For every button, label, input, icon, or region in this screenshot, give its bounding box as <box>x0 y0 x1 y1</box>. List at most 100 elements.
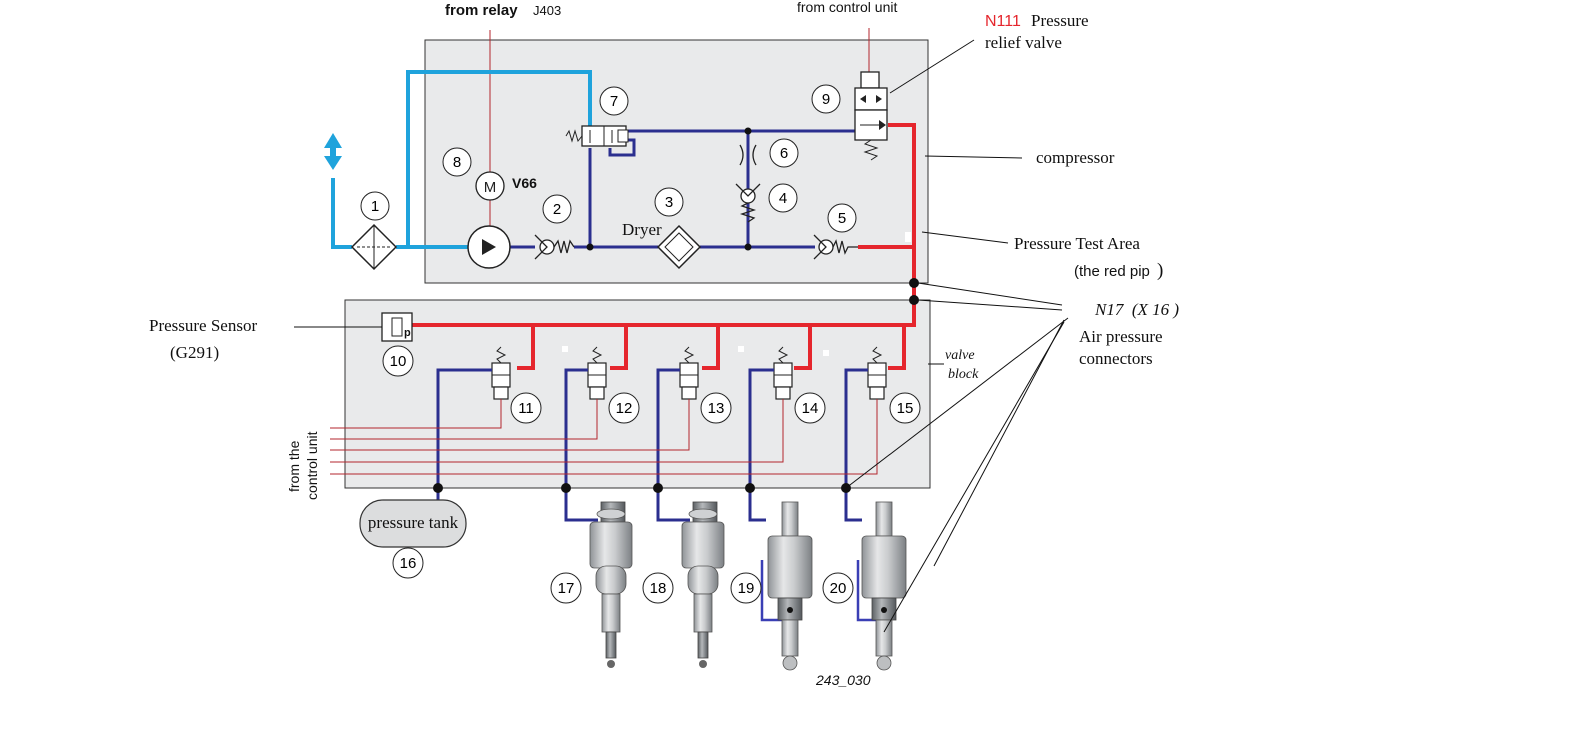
svg-text:p: p <box>404 327 411 339</box>
svg-text:16: 16 <box>400 555 417 572</box>
pressure-tank <box>359 499 467 548</box>
n17-connector <box>909 295 919 305</box>
leader-lines <box>294 39 1069 633</box>
red-pip-close: ) <box>1157 260 1163 281</box>
svg-text:1: 1 <box>371 198 379 215</box>
svg-text:M: M <box>484 179 497 196</box>
callout-15: 15 <box>889 392 921 424</box>
pressure-sensor-symbol: p <box>381 312 413 342</box>
motor-symbol: M <box>475 171 505 201</box>
n17-connector <box>909 278 919 288</box>
svg-text:2: 2 <box>553 201 561 218</box>
solenoid-valve <box>587 346 607 400</box>
junction <box>653 483 663 493</box>
callout-10: 10 <box>382 345 414 377</box>
callout-11: 11 <box>510 392 542 424</box>
svg-text:17: 17 <box>558 580 575 597</box>
callout-6: 6 <box>769 138 799 168</box>
pressure-sensor-label: Pressure Sensor <box>149 316 257 335</box>
callout-9: 9 <box>811 84 841 114</box>
control-signal-lines <box>330 399 878 475</box>
valve-block-box <box>344 299 931 489</box>
check-valve-4-symbol <box>735 183 761 223</box>
junction <box>745 483 755 493</box>
svg-text:14: 14 <box>802 400 819 417</box>
callout-5: 5 <box>827 203 857 233</box>
compressor-label: compressor <box>1036 148 1115 167</box>
rear-strut-19 <box>767 501 813 671</box>
relay-id-label: J403 <box>533 3 561 18</box>
callout-16: 16 <box>392 547 424 579</box>
from-control-unit-top-label: from control unit <box>797 0 897 15</box>
intake-piping <box>331 70 592 249</box>
from-relay-label: from relay <box>445 2 518 19</box>
svg-text:12: 12 <box>616 400 633 417</box>
marker <box>738 346 744 352</box>
callout-2: 2 <box>542 194 572 224</box>
solenoid-valve <box>773 346 793 400</box>
compressor-piping <box>510 129 858 249</box>
test-area-marker <box>905 232 911 242</box>
red-pip-label: (the red pip <box>1074 263 1150 280</box>
compressor-pump-symbol <box>467 225 511 269</box>
junction <box>433 483 443 493</box>
svg-text:19: 19 <box>738 580 755 597</box>
pressure-piping <box>412 123 916 370</box>
junction <box>744 127 752 135</box>
pneumatic-valve-7-symbol <box>565 125 629 147</box>
svg-text:18: 18 <box>650 580 667 597</box>
callout-17: 17 <box>550 572 582 604</box>
g291-label: (G291) <box>170 343 219 362</box>
junction <box>561 483 571 493</box>
svg-text:6: 6 <box>780 145 788 162</box>
junction <box>586 243 594 251</box>
callout-18: 18 <box>642 572 674 604</box>
svg-text:3: 3 <box>665 194 673 211</box>
block-label: block <box>948 367 979 382</box>
svg-text:15: 15 <box>897 400 914 417</box>
front-strut-18 <box>681 501 725 668</box>
check-valve-2-symbol <box>534 234 575 260</box>
callout-19: 19 <box>730 572 762 604</box>
junction <box>744 243 752 251</box>
svg-text:7: 7 <box>610 93 618 110</box>
throttle-6-symbol <box>739 144 757 166</box>
solenoid-valve <box>679 346 699 400</box>
air-filter-symbol <box>350 223 398 271</box>
dryer-symbol <box>656 224 702 270</box>
svg-text:20: 20 <box>830 580 847 597</box>
callout-20: 20 <box>822 572 854 604</box>
marker <box>562 346 568 352</box>
air-pressure-label-1: Air pressure <box>1079 327 1163 346</box>
solenoid-valve <box>867 346 887 400</box>
n111-text-2: relief valve <box>985 33 1062 52</box>
figure-id-label: 243_030 <box>815 672 871 688</box>
svg-text:13: 13 <box>708 400 725 417</box>
n111-code-label: N111 <box>985 13 1021 30</box>
marker <box>823 350 829 356</box>
n111-text-1: Pressure <box>1031 11 1089 30</box>
callout-13: 13 <box>700 392 732 424</box>
svg-text:9: 9 <box>822 91 830 108</box>
pressure-test-area-label: Pressure Test Area <box>1014 234 1140 253</box>
callout-14: 14 <box>794 392 826 424</box>
svg-text:4: 4 <box>779 190 787 207</box>
callout-12: 12 <box>608 392 640 424</box>
callout-3: 3 <box>654 187 684 217</box>
svg-text:5: 5 <box>838 210 846 227</box>
callout-4: 4 <box>768 183 798 213</box>
svg-text:11: 11 <box>518 400 534 417</box>
pressure-tank-label: pressure tank <box>368 513 459 532</box>
air-pressure-label-2: connectors <box>1079 349 1153 368</box>
svg-text:8: 8 <box>453 154 461 171</box>
front-strut-17 <box>589 501 633 668</box>
dryer-label: Dryer <box>622 220 662 239</box>
callout-1: 1 <box>360 191 390 221</box>
intake-double-arrow-icon <box>324 133 342 170</box>
pressure-relief-valve-symbol <box>854 71 888 161</box>
from-the-label: from the <box>286 440 302 492</box>
valve-label: valve <box>945 348 975 363</box>
rear-strut-20 <box>861 501 907 671</box>
callout-7: 7 <box>599 86 629 116</box>
